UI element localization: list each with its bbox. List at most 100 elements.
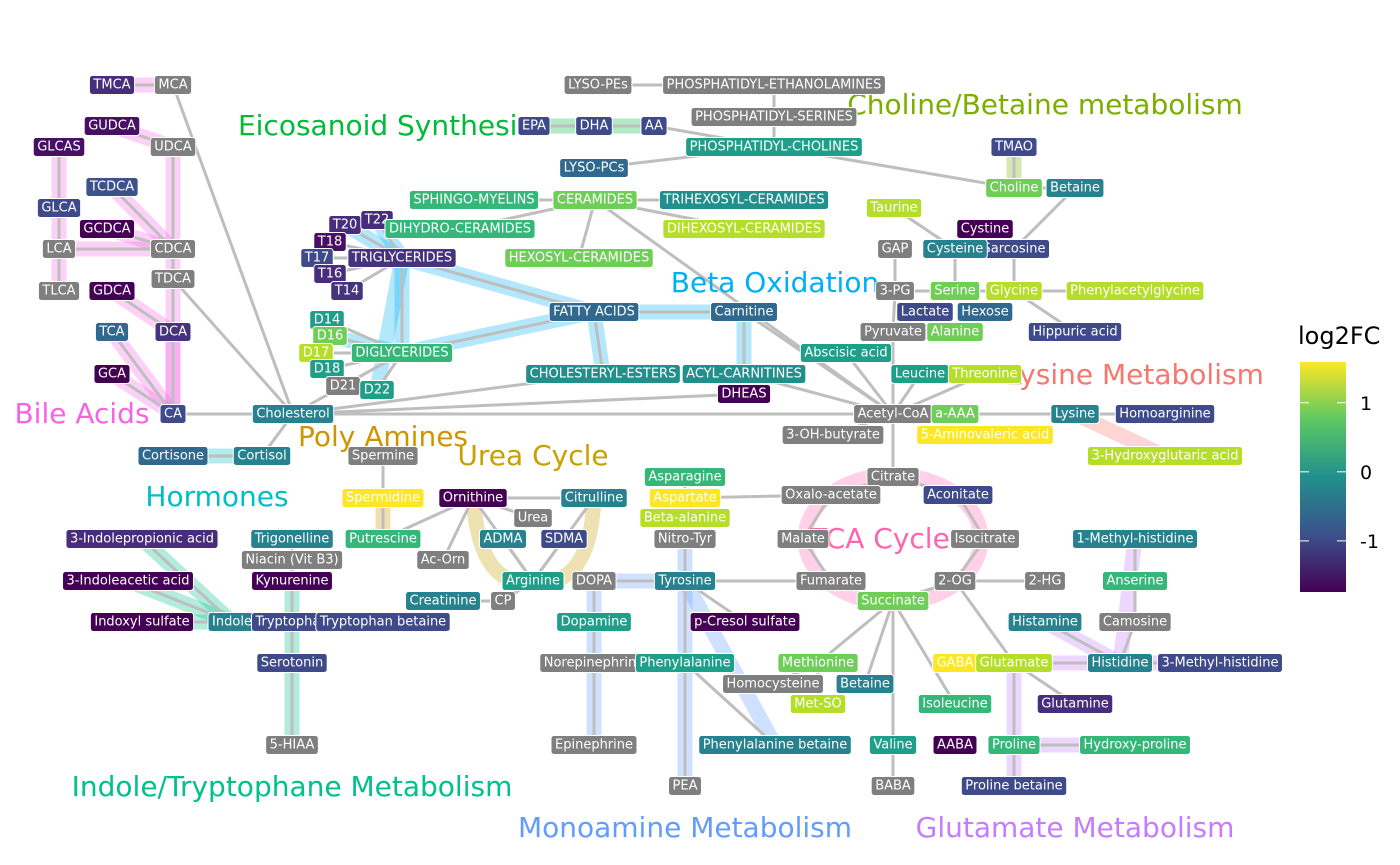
node-glutamate[interactable]: Glutamate: [975, 653, 1053, 673]
node-dha[interactable]: DHA: [575, 116, 613, 136]
node-dopamine[interactable]: Dopamine: [556, 612, 632, 632]
node-oxalo-acetate[interactable]: Oxalo-acetate: [780, 485, 882, 505]
node-d21[interactable]: D21: [325, 376, 361, 396]
node-aspartate[interactable]: Aspartate: [648, 488, 722, 508]
node-dca[interactable]: DCA: [154, 322, 192, 342]
node-phenylalanine-betaine[interactable]: Phenylalanine betaine: [698, 735, 852, 755]
node-phosphatidyl-serines[interactable]: PHOSPHATIDYL-SERINES: [690, 107, 858, 127]
node-urea[interactable]: Urea: [513, 508, 553, 528]
node-t16[interactable]: T16: [313, 264, 347, 284]
node-glutamine[interactable]: Glutamine: [1036, 694, 1114, 714]
node-malate[interactable]: Malate: [776, 529, 830, 549]
node-d14[interactable]: D14: [309, 310, 345, 330]
node-sarcosine[interactable]: Sarcosine: [977, 239, 1051, 259]
node-phenylacetylglycine[interactable]: Phenylacetylglycine: [1065, 281, 1205, 301]
node-gaba[interactable]: GABA: [932, 653, 978, 673]
node-3-indoleacetic-acid[interactable]: 3-Indoleacetic acid: [62, 571, 194, 591]
node-choline[interactable]: Choline: [985, 178, 1043, 198]
node-glca[interactable]: GLCA: [36, 198, 82, 218]
node-betaine[interactable]: Betaine: [1045, 178, 1105, 198]
node-valine[interactable]: Valine: [868, 735, 918, 755]
node-betaine2[interactable]: Betaine: [835, 674, 895, 694]
node-methionine[interactable]: Methionine: [777, 653, 859, 673]
node-carnitine[interactable]: Carnitine: [710, 302, 778, 322]
node-tmca[interactable]: TMCA: [88, 75, 136, 95]
node-nitro-tyr[interactable]: Nitro-Tyr: [653, 529, 717, 549]
node-cortisone[interactable]: Cortisone: [137, 446, 209, 466]
node-diglycerides[interactable]: DIGLYCERIDES: [350, 343, 454, 363]
node-lyso-pcs[interactable]: LYSO-PCs: [559, 158, 629, 178]
node-d18[interactable]: D18: [309, 359, 345, 379]
node-indole[interactable]: Indole: [207, 612, 257, 632]
node-tyrosine[interactable]: Tyrosine: [653, 571, 717, 591]
node-trigonelline[interactable]: Trigonelline: [250, 529, 334, 549]
node-udca[interactable]: UDCA: [149, 137, 197, 157]
node-glycine[interactable]: Glycine: [985, 281, 1043, 301]
node-abscisic-acid[interactable]: Abscisic acid: [799, 343, 893, 363]
node-1-methyl-histidine[interactable]: 1-Methyl-histidine: [1072, 529, 1198, 549]
node-hydroxy-proline[interactable]: Hydroxy-proline: [1079, 735, 1191, 755]
node-cp[interactable]: CP: [490, 591, 516, 611]
node-glcas[interactable]: GLCAS: [32, 137, 86, 157]
node-tryptophan[interactable]: Tryptophan: [250, 612, 334, 632]
node-histamine[interactable]: Histamine: [1007, 612, 1083, 632]
node-tryptophan-betaine[interactable]: Tryptophan betaine: [315, 612, 451, 632]
node-phosphatidyl-cholines[interactable]: PHOSPHATIDYL-CHOLINES: [685, 137, 863, 157]
node-cystine[interactable]: Cystine: [956, 219, 1014, 239]
node-gdca[interactable]: GDCA: [88, 281, 136, 301]
node-arginine[interactable]: Arginine: [501, 571, 565, 591]
node-cdca[interactable]: CDCA: [149, 239, 197, 259]
node-d22[interactable]: D22: [359, 380, 395, 400]
node-p-cresol-sulfate[interactable]: p-Cresol sulfate: [689, 612, 801, 632]
node-leucine[interactable]: Leucine: [890, 364, 950, 384]
node-triglycerides[interactable]: TRIGLYCERIDES: [347, 248, 457, 268]
node-asparagine[interactable]: Asparagine: [643, 467, 727, 487]
node-succinate[interactable]: Succinate: [856, 591, 930, 611]
node-ornithine[interactable]: Ornithine: [438, 488, 508, 508]
node-ac-orn[interactable]: Ac-Orn: [416, 550, 470, 570]
node-trihexosyl-ceramides[interactable]: TRIHEXOSYL-CERAMIDES: [658, 190, 830, 210]
node-acyl-carnitines[interactable]: ACYL-CARNITINES: [681, 364, 807, 384]
node-cholesteryl-esters[interactable]: CHOLESTERYL-ESTERS: [525, 364, 681, 384]
node-taurine[interactable]: Taurine: [865, 198, 923, 218]
node-dihexosyl-ceramides[interactable]: DIHEXOSYL-CERAMIDES: [662, 219, 826, 239]
node-lactate[interactable]: Lactate: [896, 302, 954, 322]
node-homoarginine[interactable]: Homoarginine: [1114, 404, 1216, 424]
node-dopa[interactable]: DOPA: [571, 571, 617, 591]
node-lysine[interactable]: Lysine: [1050, 404, 1100, 424]
node-acetyl-coa[interactable]: Acetyl-CoA: [853, 404, 933, 424]
node-sphingo-myelins[interactable]: SPHINGO-MYELINS: [408, 190, 540, 210]
node-cortisol[interactable]: Cortisol: [232, 446, 292, 466]
node-fatty-acids[interactable]: FATTY ACIDS: [548, 302, 640, 322]
node-hexose[interactable]: Hexose: [956, 302, 1014, 322]
node-3-indolepropionic-acid[interactable]: 3-Indolepropionic acid: [65, 529, 219, 549]
node-gca[interactable]: GCA: [93, 364, 131, 384]
node-tlca[interactable]: TLCA: [37, 281, 81, 301]
node-dihydro-ceramides[interactable]: DIHYDRO-CERAMIDES: [384, 219, 536, 239]
node-kynurenine[interactable]: Kynurenine: [251, 571, 333, 591]
node-cysteine[interactable]: Cysteine: [922, 239, 988, 259]
node-spermidine[interactable]: Spermidine: [341, 488, 425, 508]
node-5-hiaa[interactable]: 5-HIAA: [265, 735, 319, 755]
node-homocysteine[interactable]: Homocysteine: [722, 674, 824, 694]
node-tcdca[interactable]: TCDCA: [85, 177, 139, 197]
node-lyso-pes[interactable]: LYSO-PEs: [563, 75, 633, 95]
node-a-aaa[interactable]: a-AAA: [930, 404, 980, 424]
node-alanine[interactable]: Alanine: [926, 322, 984, 342]
node-serine[interactable]: Serine: [929, 281, 981, 301]
node-threonine[interactable]: Threonine: [947, 364, 1023, 384]
node-pea[interactable]: PEA: [668, 776, 702, 796]
node-lca[interactable]: LCA: [41, 239, 77, 259]
node-met-so[interactable]: Met-SO: [789, 694, 847, 714]
node-fumarate[interactable]: Fumarate: [795, 571, 867, 591]
node-3-oh-butyrate[interactable]: 3-OH-butyrate: [781, 425, 885, 445]
node-anserine[interactable]: Anserine: [1101, 571, 1169, 591]
node-putrescine[interactable]: Putrescine: [344, 529, 422, 549]
node-t17[interactable]: T17: [300, 248, 334, 268]
node-histidine[interactable]: Histidine: [1087, 653, 1153, 673]
node-tca[interactable]: TCA: [94, 322, 130, 342]
node-aaba[interactable]: AABA: [932, 735, 978, 755]
node-aconitate[interactable]: Aconitate: [922, 485, 994, 505]
node-gcdca[interactable]: GCDCA: [78, 219, 136, 239]
node-isocitrate[interactable]: Isocitrate: [950, 529, 1020, 549]
